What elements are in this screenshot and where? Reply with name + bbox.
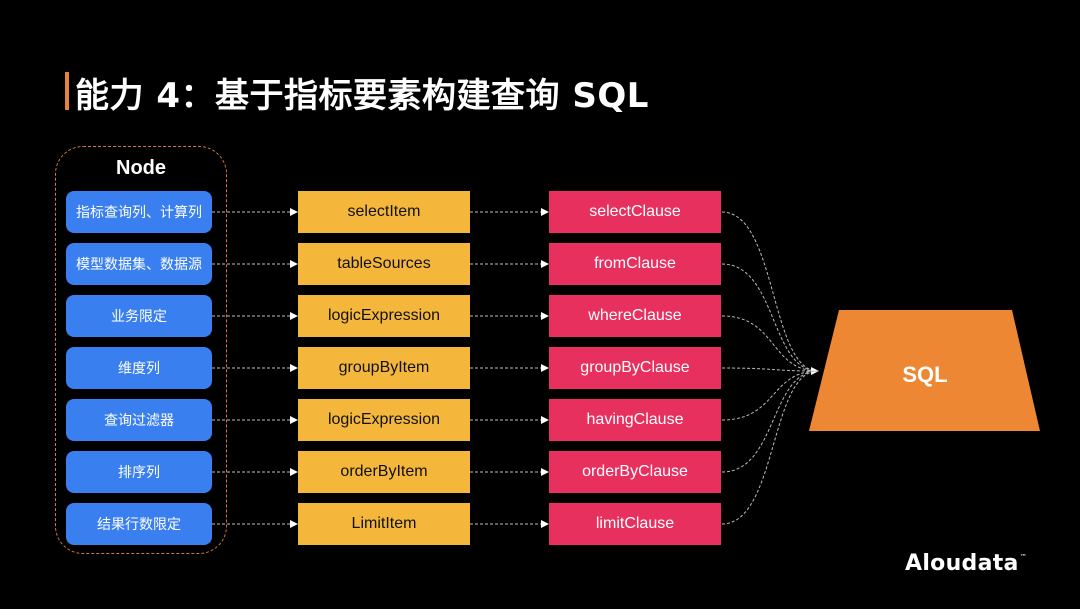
merge-connector <box>721 370 819 525</box>
sql-trapezoid <box>809 310 1040 431</box>
merge-connector <box>721 366 819 375</box>
item-box: orderByItem <box>298 451 470 493</box>
clause-box-label: whereClause <box>588 307 682 324</box>
item-box: tableSources <box>298 243 470 285</box>
node-box: 排序列 <box>66 451 212 493</box>
merge-connector <box>721 211 819 372</box>
clause-box: fromClause <box>549 243 721 285</box>
clause-box-label: selectClause <box>589 203 681 220</box>
node-box-label: 结果行数限定 <box>97 517 181 533</box>
clause-box: whereClause <box>549 295 721 337</box>
node-group-label: Node <box>116 157 166 179</box>
item-box-label: selectItem <box>347 203 421 220</box>
clause-box: groupByClause <box>549 347 721 389</box>
logo-text: Aloudata <box>905 551 1019 576</box>
node-box: 指标查询列、计算列 <box>66 191 212 233</box>
node-box: 结果行数限定 <box>66 503 212 545</box>
node-group-container <box>55 146 227 554</box>
aloudata-logo: Aloudata™ <box>905 551 1027 576</box>
item-box-label: LimitItem <box>351 515 417 532</box>
merge-connector <box>721 370 819 473</box>
node-box-label: 维度列 <box>118 361 160 377</box>
item-box-label: logicExpression <box>327 307 441 324</box>
trademark-symbol: ™ <box>1019 553 1028 561</box>
node-box: 维度列 <box>66 347 212 389</box>
clause-box: orderByClause <box>549 451 721 493</box>
clause-box-label: groupByClause <box>580 359 690 376</box>
item-box: logicExpression <box>298 295 470 337</box>
node-box: 查询过滤器 <box>66 399 212 441</box>
item-box: selectItem <box>298 191 470 233</box>
clause-box: selectClause <box>549 191 721 233</box>
node-box: 模型数据集、数据源 <box>66 243 212 285</box>
sql-output-label: SQL <box>902 362 948 387</box>
clause-box: limitClause <box>549 503 721 545</box>
item-box-label: orderByItem <box>340 463 428 480</box>
node-box-label: 模型数据集、数据源 <box>76 257 202 273</box>
clause-box-label: havingClause <box>586 411 684 428</box>
slide-title: 能力 4：基于指标要素构建查询 SQL <box>75 76 649 116</box>
item-box-label: logicExpression <box>327 411 441 428</box>
merge-connector <box>721 315 819 372</box>
clause-box-label: orderByClause <box>582 463 688 480</box>
merge-connector <box>721 370 819 421</box>
item-box: logicExpression <box>298 399 470 441</box>
node-box-label: 排序列 <box>118 465 160 481</box>
node-box-label: 指标查询列、计算列 <box>76 205 202 221</box>
clause-box-label: limitClause <box>595 515 675 532</box>
node-box-label: 业务限定 <box>111 309 167 325</box>
clause-box-label: fromClause <box>594 255 676 272</box>
merge-connector <box>721 263 819 372</box>
node-box-label: 查询过滤器 <box>104 413 174 429</box>
item-box: LimitItem <box>298 503 470 545</box>
item-box-label: tableSources <box>337 255 431 272</box>
title-accent-bar <box>65 72 69 110</box>
item-box: groupByItem <box>298 347 470 389</box>
node-box: 业务限定 <box>66 295 212 337</box>
clause-box: havingClause <box>549 399 721 441</box>
item-box-label: groupByItem <box>338 359 430 376</box>
